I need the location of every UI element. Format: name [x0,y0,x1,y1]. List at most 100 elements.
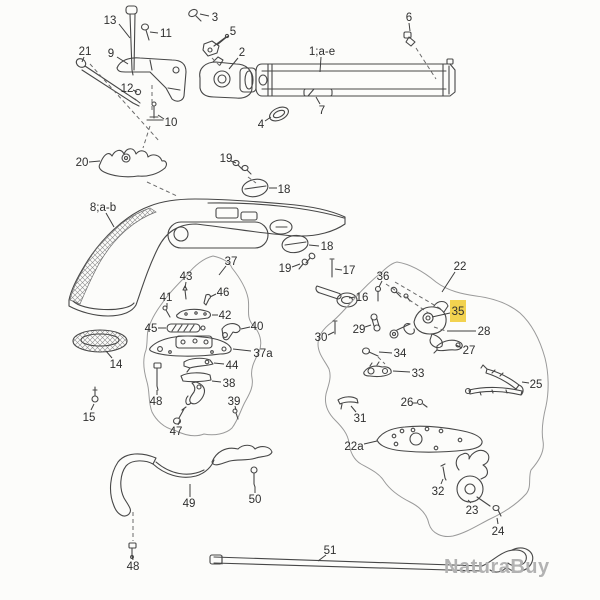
screw-13-part [125,5,138,76]
svg-text:12: 12 [121,83,134,95]
part-label-20: 20 [76,157,101,169]
pin-12-part [134,88,142,96]
svg-text:20: 20 [76,157,89,169]
svg-text:8;a-b: 8;a-b [90,202,116,214]
pin-17-part [329,258,335,278]
pin-43-part [182,285,188,300]
sear-27-part [433,339,463,354]
svg-text:1;a-e: 1;a-e [309,46,335,58]
screw-26-part [416,398,428,408]
tumbler-23-part [455,449,491,507]
ramrod-51-part [209,547,534,573]
svg-text:38: 38 [223,378,236,390]
part-label-25: 25 [521,379,543,391]
screw-3-part [188,8,202,22]
part-label-8ab: 8;a-b [90,202,116,228]
svg-text:18: 18 [321,241,334,253]
hook-46-part [203,293,211,306]
part-label-28: 28 [447,326,490,338]
part-label-47: 47 [170,419,182,438]
part-label-43: 43 [180,271,193,289]
part-label-30: 30 [315,331,335,344]
svg-text:50: 50 [249,494,262,506]
sear-spring-44-part [183,357,214,373]
part-label-14: 14 [105,350,123,371]
screws-19-mid-part [298,252,316,270]
loop-4-part [269,106,289,122]
link-29-part [370,313,381,332]
part-label-29: 29 [353,324,372,336]
svg-text:16: 16 [356,292,369,304]
part-label-11: 11 [149,28,172,40]
assembly-dashes [89,47,437,197]
svg-text:13: 13 [104,15,117,27]
part-label-5: 5 [216,26,236,46]
svg-text:27: 27 [463,345,476,357]
part-label-40: 40 [240,321,263,333]
svg-text:48: 48 [150,396,163,408]
svg-text:19: 19 [220,153,233,165]
svg-text:34: 34 [394,348,407,360]
bar-42-part [176,308,211,321]
screw-50-part [250,466,258,488]
barrel-1-part [255,58,456,97]
pin-30-part [332,320,338,335]
svg-text:3: 3 [212,12,218,24]
part-label-6: 6 [406,12,412,32]
part-label-49: 49 [183,484,196,510]
svg-text:11: 11 [160,28,172,40]
svg-text:30: 30 [315,332,328,344]
svg-text:4: 4 [258,119,265,131]
escutcheon-18-mid-part [281,234,309,254]
part-label-1ae: 1;a-e [309,46,335,73]
sideplate-20-part [98,148,167,178]
part-label-4: 4 [258,116,272,131]
part-label-32: 32 [432,478,445,498]
svg-text:21: 21 [79,46,92,58]
screw-11-part [140,23,150,41]
svg-text:9: 9 [108,48,114,60]
part-label-13: 13 [104,15,131,39]
svg-text:2: 2 [239,47,245,59]
part-label-22: 22 [441,261,466,293]
screw-34-part [361,347,379,357]
svg-text:32: 32 [432,486,445,498]
bracket-31-part [337,396,359,410]
screw-24-part [492,504,502,517]
screw-6-part [403,31,416,47]
part-label-16: 16 [348,292,369,304]
svg-text:45: 45 [145,323,158,335]
svg-text:48: 48 [127,561,140,573]
part-label-10: 10 [157,114,177,129]
svg-text:25: 25 [530,379,543,391]
part-label-37a: 37a [232,348,273,360]
part-label-18: 18 [308,241,334,253]
svg-text:51: 51 [324,545,337,557]
svg-text:18: 18 [278,184,291,196]
svg-text:31: 31 [354,413,367,425]
part-label-7: 7 [315,96,325,117]
svg-text:42: 42 [219,310,232,322]
part-label-48: 48 [127,554,140,573]
part-label-19: 19 [279,263,301,275]
svg-text:44: 44 [226,360,239,372]
part-label-12: 12 [121,83,138,95]
svg-text:49: 49 [183,498,196,510]
svg-text:28: 28 [478,326,491,338]
svg-text:19: 19 [279,263,292,275]
svg-text:43: 43 [180,271,193,283]
svg-text:6: 6 [406,12,412,24]
part-label-44: 44 [213,360,239,372]
part-label-33: 33 [392,368,424,380]
hammer-9-part [116,57,187,102]
mainspring-25-part [464,364,524,396]
part-label-36: 36 [377,271,389,288]
naturabuy-watermark: NaturaBuy [444,556,550,578]
svg-text:17: 17 [343,265,356,277]
part-label-39: 39 [228,396,240,411]
svg-text:22a: 22a [344,441,364,453]
barrel-lug-7-part [303,88,333,97]
screws-19-top-part [232,159,252,175]
